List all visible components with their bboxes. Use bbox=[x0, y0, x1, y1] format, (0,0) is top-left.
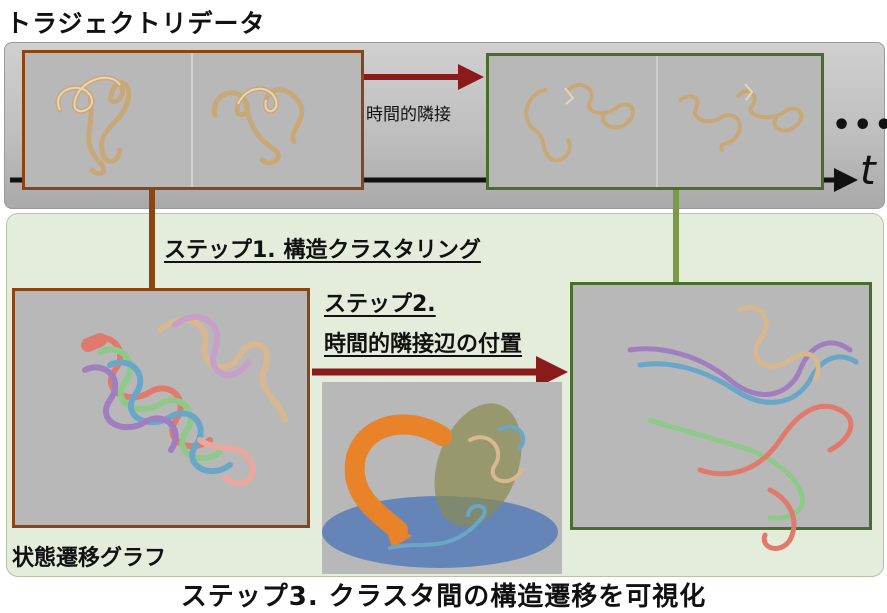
step2-label-line1: ステップ2. bbox=[324, 292, 436, 317]
state-transition-graph-label: 状態遷移グラフ bbox=[12, 546, 167, 571]
olive-cluster-ellipse bbox=[434, 403, 522, 527]
step1-label: ステップ1. 構造クラスタリング bbox=[164, 238, 481, 263]
connector-brown bbox=[149, 190, 155, 290]
ellipsis-icon: ••• bbox=[832, 108, 887, 143]
time-adjacency-label: 時間的隣接 bbox=[366, 105, 451, 125]
frame-divider-right bbox=[656, 56, 658, 187]
time-symbol: t bbox=[860, 148, 876, 194]
connector-green bbox=[673, 190, 679, 282]
step3-label: ステップ3. クラスタ間の構造遷移を可視化 bbox=[180, 582, 707, 612]
trajectory-data-title: トラジェクトリデータ bbox=[6, 9, 266, 38]
trajectory-frame-right bbox=[486, 53, 824, 190]
trajectory-frame-left bbox=[22, 50, 364, 190]
cycle-arrow-icon bbox=[344, 414, 452, 540]
frame-divider-left bbox=[191, 53, 193, 187]
step2-label-line2: 時間的隣接辺の付置 bbox=[324, 332, 523, 357]
